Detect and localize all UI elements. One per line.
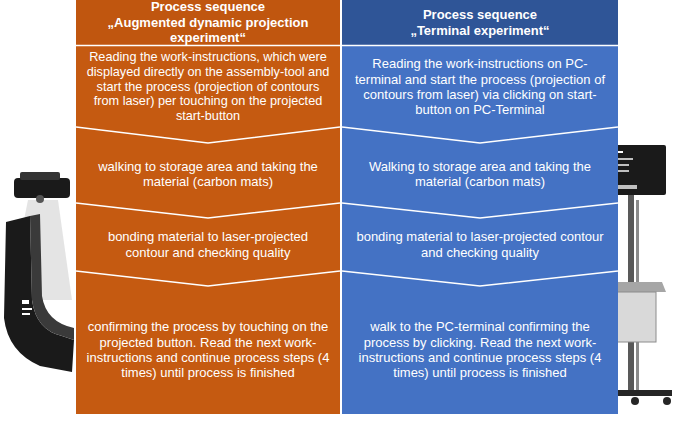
- process-step: Walking to storage area and taking the m…: [342, 146, 618, 202]
- assembly-tool-illustration: [4, 214, 74, 372]
- step-text: Walking to storage area and taking the m…: [352, 159, 608, 190]
- process-step: walk to the PC-terminal confirming the p…: [342, 288, 618, 412]
- process-step: bonding material to laser-projected cont…: [76, 219, 340, 270]
- process-step: confirming the process by touching on th…: [76, 288, 340, 412]
- step-text: Reading the work-instructions on PC-term…: [352, 56, 608, 117]
- process-column: Process sequence„Terminal experiment“ Rea…: [342, 0, 618, 414]
- step-text: walking to storage area and taking the m…: [86, 159, 330, 190]
- step-text: confirming the process by touching on th…: [86, 319, 330, 380]
- step-text: Reading the work-instructions, which wer…: [86, 50, 330, 125]
- process-step: Reading the work-instructions on PC-term…: [342, 48, 618, 126]
- header-text: „Terminal experiment“: [410, 23, 549, 39]
- process-step: Reading the work-instructions, which wer…: [76, 48, 340, 126]
- step-text: walk to the PC-terminal confirming the p…: [352, 319, 608, 380]
- step-text: bonding material to laser-projected cont…: [86, 229, 330, 260]
- process-column: Process sequence„Augmented dynamic proje…: [76, 0, 340, 414]
- header-text: „Augmented dynamic projection experiment…: [86, 15, 330, 46]
- column-header: Process sequence„Terminal experiment“: [342, 0, 618, 45]
- header-text: Process sequence: [423, 7, 537, 23]
- step-text: bonding material to laser-projected cont…: [352, 229, 608, 260]
- header-text: Process sequence: [151, 0, 265, 15]
- process-step: walking to storage area and taking the m…: [76, 146, 340, 202]
- process-step: bonding material to laser-projected cont…: [342, 219, 618, 270]
- column-header: Process sequence„Augmented dynamic proje…: [76, 0, 340, 45]
